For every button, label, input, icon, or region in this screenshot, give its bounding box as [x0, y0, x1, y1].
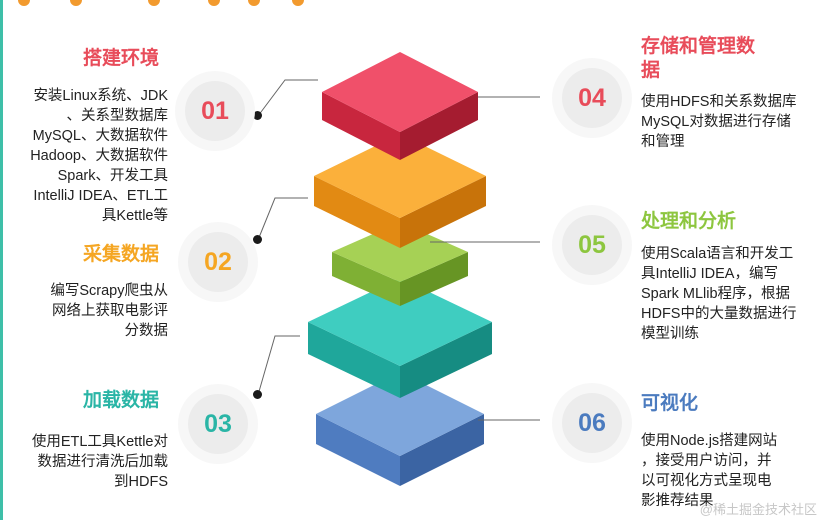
border-dot: [292, 0, 304, 6]
leader-line-03: [257, 335, 300, 396]
layer-right-face: [400, 414, 484, 486]
step-number-02: 02: [188, 232, 248, 292]
leader-dot-03: [253, 390, 262, 399]
desc-line: 到HDFS: [114, 474, 168, 490]
desc-line: Spark、开发工具: [57, 168, 168, 184]
desc-line: 和管理: [641, 134, 685, 150]
step-title-01: 搭建环境: [83, 48, 160, 69]
layer-orange: [314, 134, 486, 248]
layer-red: [322, 52, 478, 160]
layer-top-face: [332, 222, 468, 282]
layer-left-face: [308, 322, 400, 398]
step-number-05: 05: [562, 215, 622, 275]
step-desc-03: 使用ETL工具Kettle对 数据进行清洗后加载 到HDFS: [8, 432, 168, 492]
desc-line: 、关系型数据库: [66, 108, 169, 124]
desc-line: 以可视化方式呈现电: [641, 473, 772, 489]
desc-line: Hadoop、大数据软件: [30, 148, 168, 164]
border-dot: [18, 0, 30, 6]
desc-line: 影推荐结果: [641, 493, 714, 509]
layer-top-face: [314, 134, 486, 218]
top-dot-border: [0, 0, 823, 10]
desc-line: ，接受用户访问，并: [641, 453, 772, 469]
leader-dot-02: [253, 235, 262, 244]
desc-line: 模型训练: [641, 326, 699, 342]
desc-line: 具IntelliJ IDEA，编写: [641, 266, 778, 282]
leader-line-01: [257, 79, 318, 117]
desc-line: 使用Scala语言和开发工: [641, 246, 794, 262]
step-number-06: 06: [562, 393, 622, 453]
desc-line: HDFS中的大量数据进行: [641, 306, 797, 322]
layer-teal: [308, 278, 492, 398]
title-line: 据: [641, 60, 661, 81]
border-dot: [148, 0, 160, 6]
desc-line: 使用HDFS和关系数据库: [641, 94, 797, 110]
leader-dot-01: [253, 111, 262, 120]
step-number-04: 04: [562, 68, 622, 128]
title-line: 存储和管理数: [641, 36, 756, 57]
border-dot: [208, 0, 220, 6]
desc-line: 使用ETL工具Kettle对: [31, 434, 168, 450]
step-title-02: 采集数据: [83, 244, 160, 265]
layer-blue: [316, 372, 484, 486]
step-title-03: 加载数据: [83, 390, 160, 411]
layer-right-face: [400, 92, 478, 160]
border-dot: [248, 0, 260, 6]
desc-line: 具Kettle等: [101, 208, 168, 224]
layer-green: [332, 222, 468, 306]
step-desc-06: 使用Node.js搭建网站 ，接受用户访问，并 以可视化方式呈现电 影推荐结果: [641, 431, 821, 511]
step-title-06: 可视化: [641, 393, 699, 414]
step-title-05: 处理和分析: [641, 211, 737, 232]
border-dot: [70, 0, 82, 6]
step-title-04: 存储和管理数 据: [641, 35, 811, 83]
step-desc-04: 使用HDFS和关系数据库 MySQL对数据进行存储 和管理: [641, 92, 821, 152]
step-number-03: 03: [188, 394, 248, 454]
layer-top-face: [316, 372, 484, 456]
desc-line: 使用Node.js搭建网站: [641, 433, 778, 449]
step-desc-02: 编写Scrapy爬虫从 网络上获取电影评 分数据: [8, 281, 168, 341]
watermark: @稀土掘金技术社区: [699, 502, 817, 517]
step-desc-01: 安装Linux系统、JDK 、关系型数据库 MySQL、大数据软件 Hadoop…: [8, 86, 168, 226]
left-accent-bar: [0, 0, 3, 520]
desc-line: 分数据: [124, 323, 169, 339]
desc-line: MySQL对数据进行存储: [641, 114, 791, 130]
layer-top-face: [308, 278, 492, 366]
step-number-01: 01: [185, 81, 245, 141]
desc-line: 网络上获取电影评: [52, 303, 168, 319]
step-desc-05: 使用Scala语言和开发工 具IntelliJ IDEA，编写 Spark ML…: [641, 244, 821, 344]
leader-line-02: [257, 197, 308, 241]
layer-left-face: [332, 252, 400, 306]
layer-left-face: [316, 414, 400, 486]
layer-right-face: [400, 252, 468, 306]
layer-left-face: [322, 92, 400, 160]
desc-line: 编写Scrapy爬虫从: [50, 283, 168, 299]
desc-line: IntelliJ IDEA、ETL工: [33, 188, 168, 204]
layer-right-face: [400, 176, 486, 248]
desc-line: 数据进行清洗后加载: [37, 454, 169, 470]
layer-right-face: [400, 322, 492, 398]
layer-left-face: [314, 176, 400, 248]
desc-line: MySQL、大数据软件: [32, 128, 168, 144]
layer-top-face: [322, 52, 478, 132]
desc-line: Spark MLlib程序，根据: [641, 286, 791, 302]
desc-line: 安装Linux系统、JDK: [33, 88, 168, 104]
